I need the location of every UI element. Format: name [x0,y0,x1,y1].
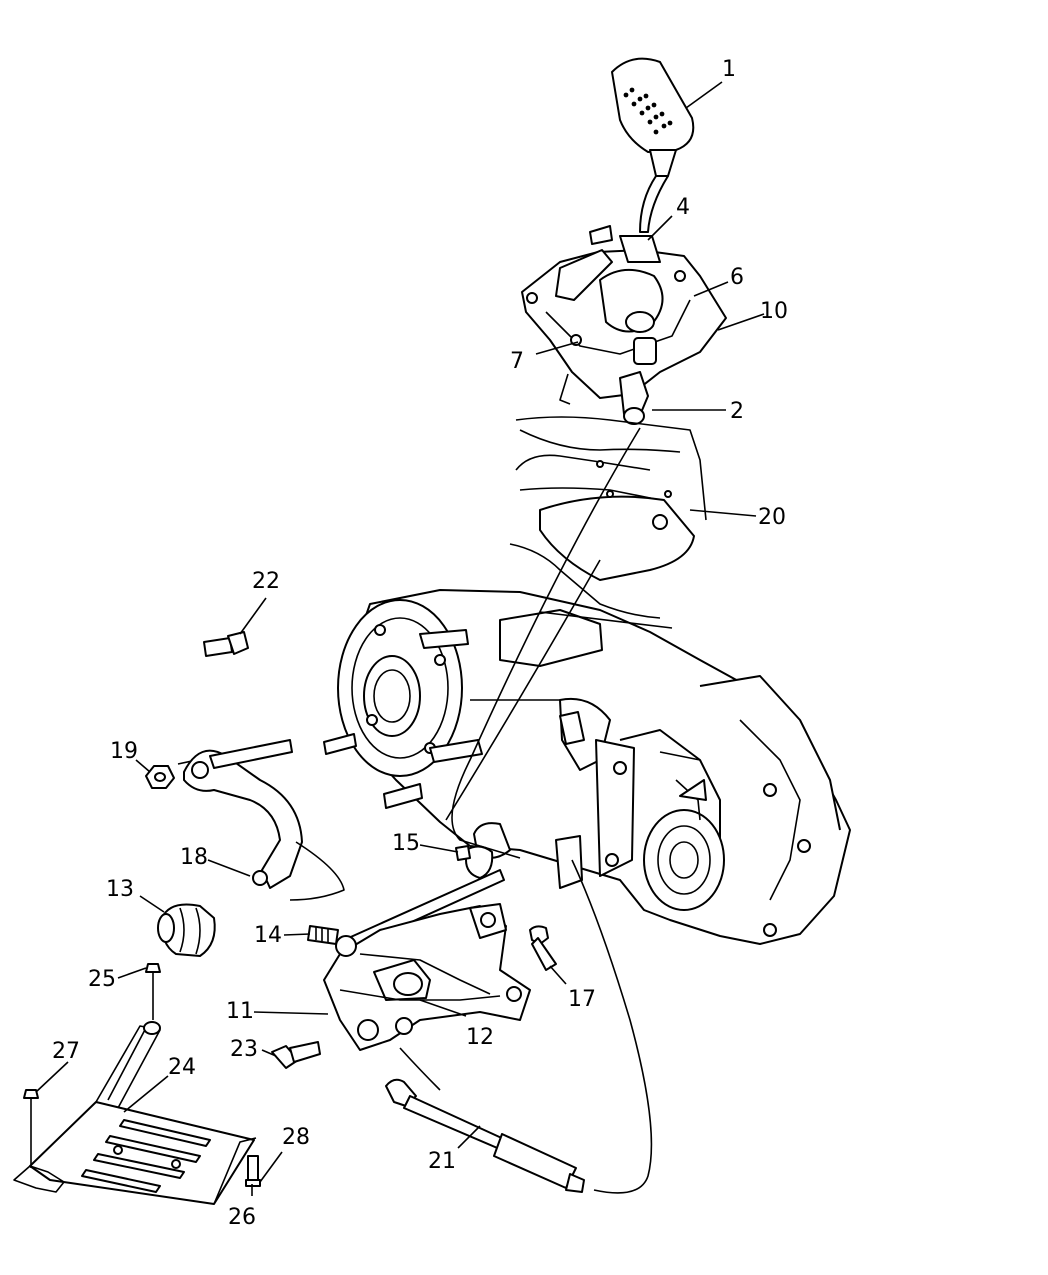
callout-11: 11 [226,999,254,1024]
callout-26: 26 [228,1205,256,1230]
callout-1: 1 [722,57,736,82]
transmission-housing-part [337,589,851,945]
callout-23: 23 [230,1037,258,1062]
bolt-part-23 [271,1041,321,1069]
callout-20: 20 [758,505,786,530]
bushing-part [157,903,216,957]
callout-28: 28 [282,1125,310,1150]
callout-2: 2 [730,399,744,424]
skid-plate-part [13,1021,257,1205]
screw-part-25 [145,963,161,1020]
callout-24: 24 [168,1055,196,1080]
callout-25: 25 [88,967,116,992]
shifter-base-part [521,225,727,425]
callout-14: 14 [254,923,282,948]
damper-part [385,1047,585,1193]
callout-13: 13 [106,877,134,902]
leader-lines [35,81,765,1196]
callout-27: 27 [52,1039,80,1064]
shift-knob-part [611,57,695,233]
floor-boot-part [509,416,707,619]
callout-7: 7 [510,349,524,374]
callout-15: 15 [392,831,420,856]
callout-17: 17 [568,987,596,1012]
callout-22: 22 [252,569,280,594]
screw-part-26-28 [245,1155,261,1187]
callout-labels: 1 2 4 6 7 10 11 12 13 14 15 17 18 19 20 … [52,57,788,1230]
callout-4: 4 [676,195,690,220]
screw-part-27 [23,1089,39,1168]
callout-21: 21 [428,1149,456,1174]
callout-18: 18 [180,845,208,870]
callout-6: 6 [730,265,744,290]
bracket-assembly-part [323,903,531,1051]
bolt-part-17 [529,925,557,971]
nut-part-19 [145,765,175,789]
callout-19: 19 [110,739,138,764]
bolt-part-22 [203,631,249,657]
callout-10: 10 [760,299,788,324]
nut-part-15 [455,845,471,861]
callout-12: 12 [466,1025,494,1050]
stud-part [307,925,339,945]
housing-studs [323,733,423,809]
